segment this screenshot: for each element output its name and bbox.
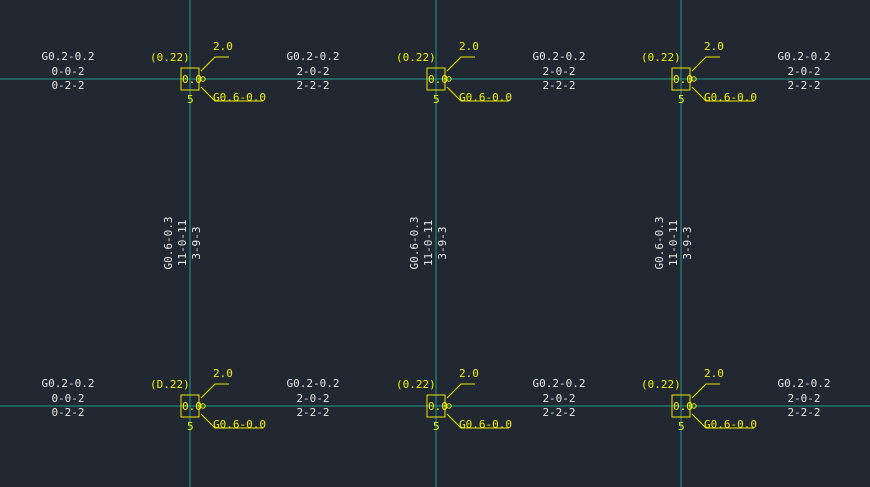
beam-label-line: 2-0-2	[296, 65, 329, 78]
beam-label-line: 0-0-2	[51, 392, 84, 405]
beam-label-line: G0.2-0.2	[42, 50, 95, 63]
beam-label-line: 2-2-2	[296, 406, 329, 419]
column-annotation[interactable]: (0.22) 2.0 0.0 G0.6-0.0 5	[150, 40, 266, 106]
beam-label-line: 3-9-3	[436, 226, 449, 259]
column-center-value: 0.0	[673, 73, 693, 86]
column-right-label: G0.6-0.0	[459, 91, 512, 104]
beam-label-line: 0-2-2	[51, 406, 84, 419]
beam-label-line: 2-2-2	[787, 406, 820, 419]
beam-label[interactable]: G0.2-0.2 2-0-2 2-2-2	[778, 50, 831, 92]
column-left-bracket: (0.22)	[396, 51, 436, 64]
beam-label[interactable]: G0.2-0.2 2-0-2 2-2-2	[778, 377, 831, 419]
column-top-value: 2.0	[704, 367, 724, 380]
beam-label-line: 2-2-2	[296, 79, 329, 92]
beam-label-line: G0.6-0.3	[653, 217, 666, 270]
beam-label-line: 2-0-2	[542, 65, 575, 78]
beam-label-line: 2-0-2	[787, 392, 820, 405]
beam-label-line: 2-0-2	[787, 65, 820, 78]
column-center-value: 0.0	[428, 73, 448, 86]
beam-label-line: 11-0-11	[176, 220, 189, 266]
column-right-label: G0.6-0.0	[459, 418, 512, 431]
beam-label-line: 0-2-2	[51, 79, 84, 92]
column-left-bracket: (0.22)	[150, 51, 190, 64]
column-center-value: 0.0	[428, 400, 448, 413]
beam-label-line: G0.6-0.3	[162, 217, 175, 270]
column-right-label: G0.6-0.0	[213, 418, 266, 431]
beam-label-line: 3-9-3	[681, 226, 694, 259]
column-annotation[interactable]: (0.22) 2.0 0.0 G0.6-0.0 5	[641, 367, 757, 433]
column-center-value: 0.0	[182, 73, 202, 86]
column-top-value: 2.0	[213, 367, 233, 380]
beam-label-line: G0.2-0.2	[287, 377, 340, 390]
column-bottom-value: 5	[678, 93, 685, 106]
beam-label[interactable]: G0.2-0.2 2-0-2 2-2-2	[533, 50, 586, 92]
beam-label-line: 2-2-2	[542, 406, 575, 419]
column-top-value: 2.0	[213, 40, 233, 53]
column-right-label: G0.6-0.0	[704, 418, 757, 431]
beam-label[interactable]: G0.2-0.2 2-0-2 2-2-2	[287, 50, 340, 92]
beam-label[interactable]: G0.2-0.2 2-0-2 2-2-2	[287, 377, 340, 419]
beam-label-line: G0.2-0.2	[533, 50, 586, 63]
beam-label[interactable]: G0.2-0.2 0-0-2 0-2-2	[42, 50, 95, 92]
beam-label[interactable]: G0.2-0.2 2-0-2 2-2-2	[533, 377, 586, 419]
beam-label-line: 11-0-11	[422, 220, 435, 266]
column-bottom-value: 5	[678, 420, 685, 433]
beam-label-line: 2-2-2	[542, 79, 575, 92]
vertical-beam-label[interactable]: G0.6-0.3 11-0-11 3-9-3	[408, 217, 449, 270]
column-left-bracket: (D.22)	[150, 378, 190, 391]
column-center-value: 0.0	[182, 400, 202, 413]
beam-label-line: G0.2-0.2	[533, 377, 586, 390]
column-bottom-value: 5	[433, 93, 440, 106]
beam-label-line: 2-0-2	[296, 392, 329, 405]
beam-label-line: 2-2-2	[787, 79, 820, 92]
column-right-label: G0.6-0.0	[213, 91, 266, 104]
column-top-value: 2.0	[459, 367, 479, 380]
column-center-value: 0.0	[673, 400, 693, 413]
beam-label-line: G0.2-0.2	[287, 50, 340, 63]
beam-label-line: G0.2-0.2	[778, 50, 831, 63]
column-top-value: 2.0	[704, 40, 724, 53]
beam-label-line: G0.6-0.3	[408, 217, 421, 270]
column-left-bracket: (0.22)	[396, 378, 436, 391]
vertical-beam-label[interactable]: G0.6-0.3 11-0-11 3-9-3	[653, 217, 694, 270]
column-annotation[interactable]: (D.22) 2.0 0.0 G0.6-0.0 5	[150, 367, 266, 433]
beam-label-line: 11-0-11	[667, 220, 680, 266]
vertical-beam-label[interactable]: G0.6-0.3 11-0-11 3-9-3	[162, 217, 203, 270]
column-bottom-value: 5	[187, 420, 194, 433]
column-left-bracket: (0.22)	[641, 378, 681, 391]
column-top-value: 2.0	[459, 40, 479, 53]
column-bottom-value: 5	[433, 420, 440, 433]
column-annotation[interactable]: (0.22) 2.0 0.0 G0.6-0.0 5	[396, 40, 512, 106]
column-annotation[interactable]: (0.22) 2.0 0.0 G0.6-0.0 5	[396, 367, 512, 433]
beam-label-line: G0.2-0.2	[42, 377, 95, 390]
beam-label-line: 2-0-2	[542, 392, 575, 405]
beam-label-line: 0-0-2	[51, 65, 84, 78]
column-annotation[interactable]: (0.22) 2.0 0.0 G0.6-0.0 5	[641, 40, 757, 106]
beam-label-line: G0.2-0.2	[778, 377, 831, 390]
column-right-label: G0.6-0.0	[704, 91, 757, 104]
column-left-bracket: (0.22)	[641, 51, 681, 64]
beam-label-line: 3-9-3	[190, 226, 203, 259]
column-bottom-value: 5	[187, 93, 194, 106]
beam-label[interactable]: G0.2-0.2 0-0-2 0-2-2	[42, 377, 95, 419]
